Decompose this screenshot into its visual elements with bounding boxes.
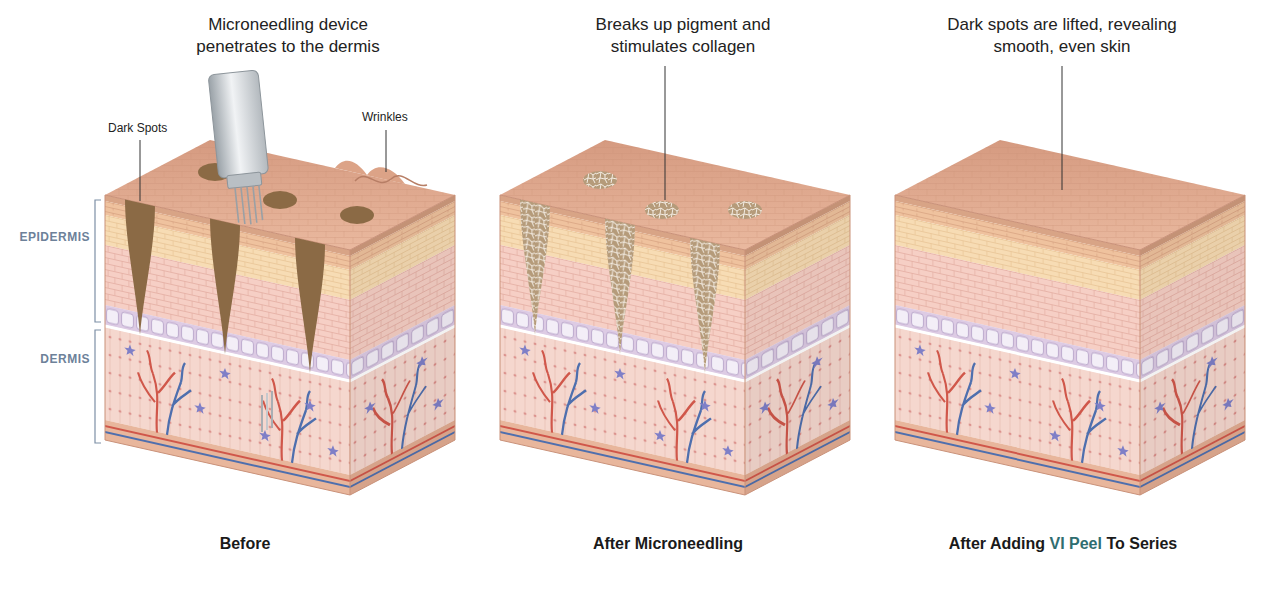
skin-block <box>500 140 850 495</box>
callout-text: Wrinkles <box>362 110 408 126</box>
skin-block <box>105 140 455 495</box>
callout-text: Microneedling device penetrates to the d… <box>173 14 403 58</box>
leader-line <box>1062 66 1063 190</box>
layer-label: DERMIS <box>4 352 90 368</box>
microneedling-device <box>208 70 274 227</box>
callout-text: Breaks up pigment and stimulates collage… <box>573 14 793 58</box>
panel-caption: To Series <box>1106 534 1177 555</box>
highlight-text: VI Peel <box>1049 534 1101 555</box>
leader-line <box>386 130 387 172</box>
panel-caption: After Adding <box>949 534 1045 555</box>
panel-caption: Before <box>145 534 345 555</box>
wrinkle <box>355 176 427 186</box>
dark-spot <box>263 191 297 209</box>
callout-text: Dark spots are lifted, revealing smooth,… <box>947 14 1177 58</box>
dark-spot <box>125 199 155 338</box>
wrinkle <box>335 161 405 184</box>
leader-line <box>665 66 666 200</box>
layer-label: EPIDERMIS <box>4 230 90 246</box>
dark-spots <box>125 161 427 377</box>
layer-bracket <box>95 200 101 322</box>
leader-line <box>140 140 141 201</box>
skin-block <box>895 140 1245 495</box>
layer-bracket <box>95 330 101 443</box>
broken-pigment <box>520 171 762 376</box>
dark-spot <box>340 206 374 224</box>
caption-row: After AddingVI PeelTo Series <box>913 534 1213 555</box>
panel-caption: After Microneedling <box>518 534 818 555</box>
dark-spot <box>210 219 240 358</box>
callout-text: Dark Spots <box>108 121 167 137</box>
dark-spot <box>295 238 325 377</box>
dermis-needles <box>262 391 272 432</box>
